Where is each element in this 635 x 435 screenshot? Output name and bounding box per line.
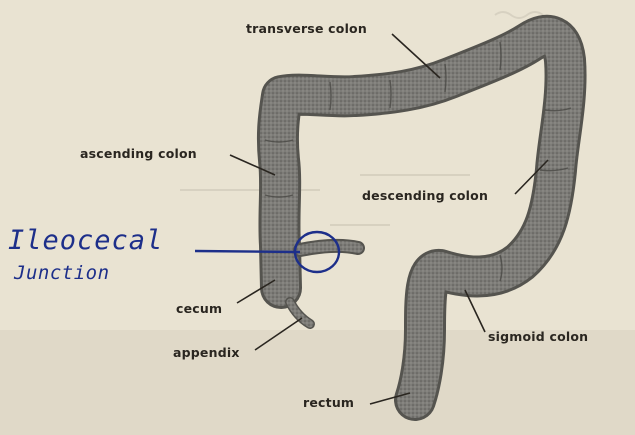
paper-shadow — [0, 330, 635, 435]
leader-transverse — [391, 33, 441, 79]
label-appendix: appendix — [173, 345, 240, 360]
annotation-junction: Junction — [14, 262, 110, 284]
label-transverse-colon: transverse colon — [246, 21, 367, 36]
label-rectum: rectum — [303, 395, 355, 410]
leader-ascending — [229, 154, 276, 176]
leader-descending — [514, 159, 549, 195]
annotation-ileocecal: Ileocecal — [8, 225, 164, 256]
label-ascending-colon: ascending colon — [80, 146, 197, 161]
pen-annotation — [194, 230, 341, 274]
leader-appendix — [254, 317, 303, 351]
leader-rectum — [369, 392, 411, 405]
label-descending-colon: descending colon — [362, 188, 489, 203]
leader-sigmoid — [464, 289, 486, 333]
leader-cecum — [236, 279, 276, 304]
colon-shape — [256, 14, 587, 421]
label-sigmoid-colon: sigmoid colon — [488, 329, 589, 344]
ileocecal-pointer-line — [194, 249, 301, 254]
label-cecum: cecum — [176, 301, 223, 316]
leader-lines — [229, 33, 549, 405]
